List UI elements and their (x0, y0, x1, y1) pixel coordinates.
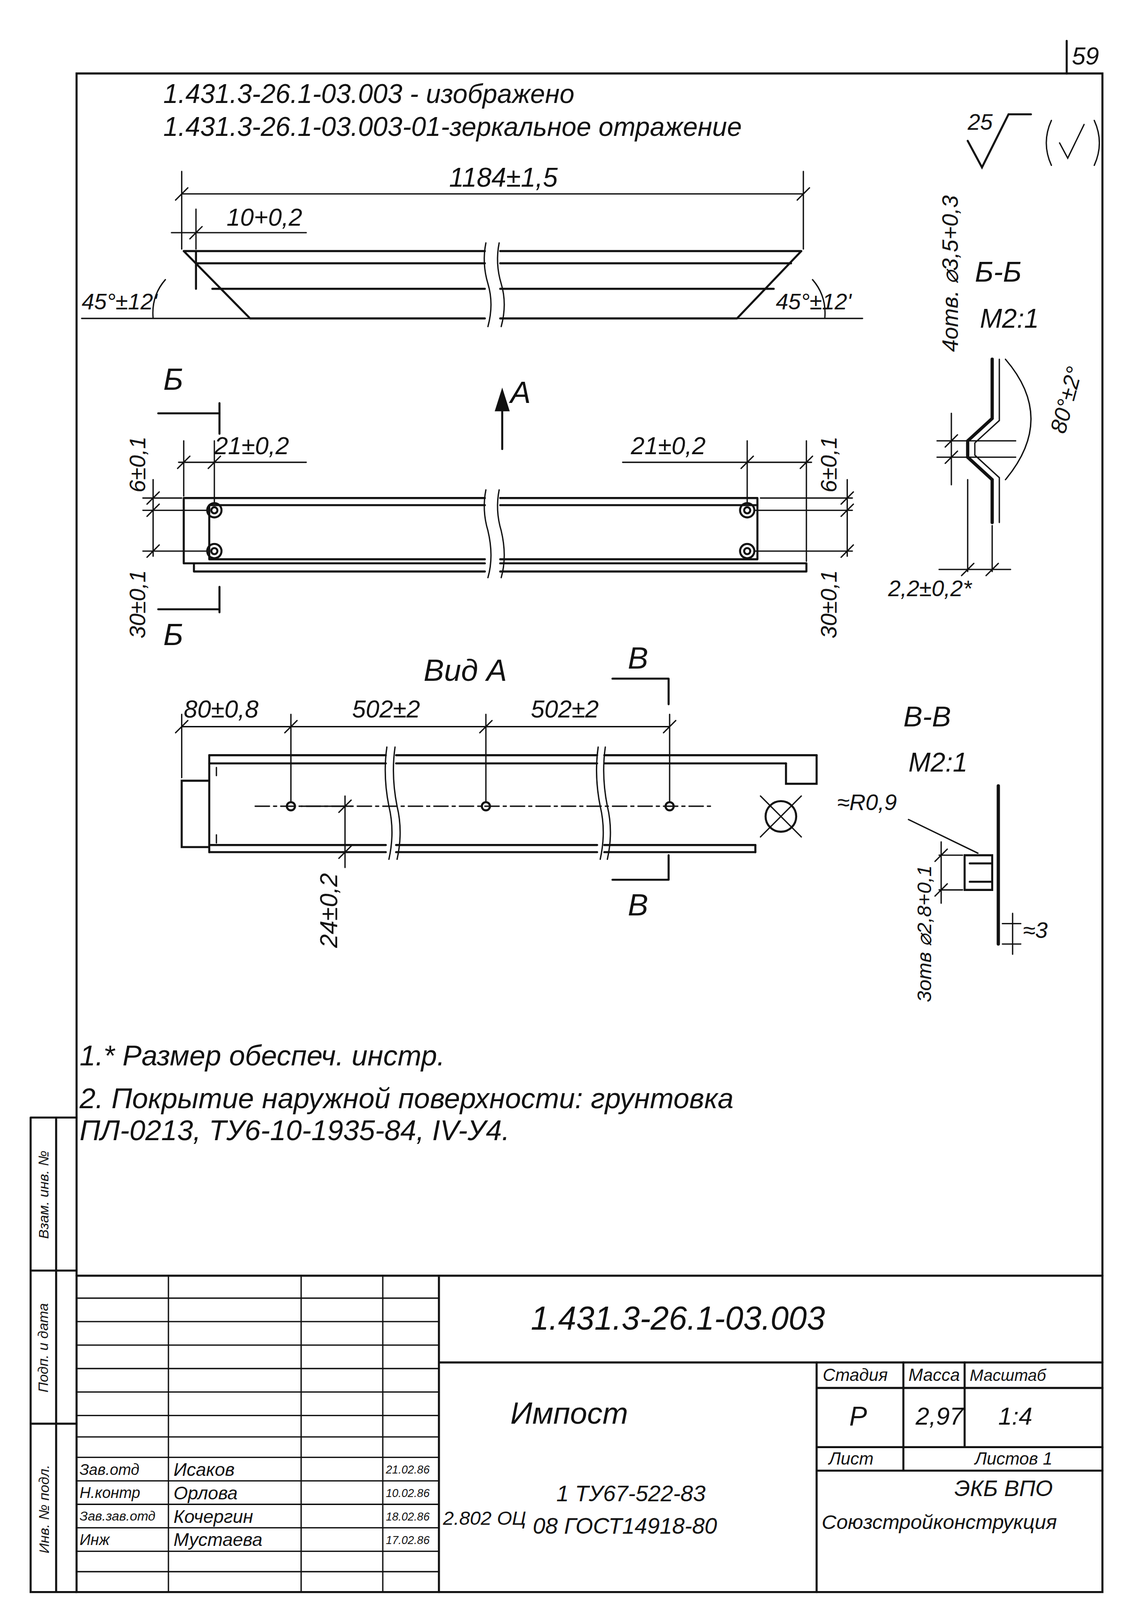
drawing-label: Листов 1 (974, 1450, 1053, 1470)
drawing-label: 21±0,2 (214, 432, 290, 460)
drawing-label: 6±0,1 (125, 436, 151, 493)
drawing-label: Б-Б (974, 257, 1022, 289)
drawing-label: 1.431.3-26.1-03.003 (530, 1301, 826, 1338)
drawing-label: Б (163, 617, 183, 652)
drawing-label: 24±0,2 (315, 873, 343, 949)
drawing-label: 1184±1,5 (449, 163, 558, 193)
drawing-label: 08 ГОСТ14918-80 (532, 1514, 718, 1540)
drawing-label: 30±0,1 (816, 569, 842, 639)
drawing-label: Стадия (822, 1366, 888, 1386)
drawing-label: Взам. инв. № (35, 1150, 52, 1239)
drawing-label: 2. Покрытие наружной поверхности: грунто… (79, 1083, 794, 1147)
drawing-label: 18.02.86 (385, 1510, 430, 1523)
drawing-label: 45°±12' (775, 289, 852, 315)
drawing-label: 17.02.86 (385, 1534, 430, 1547)
drawing-label: Р (849, 1402, 868, 1432)
drawing-label: А (510, 375, 531, 410)
drawing-label: В (627, 887, 649, 922)
drawing-label: 3отв ⌀2,8+0,1 (912, 865, 936, 1003)
drawing-label: 2,2±0,2* (887, 576, 972, 602)
drawing-label: Масса (908, 1366, 960, 1386)
drawing-label: Б (163, 362, 183, 397)
drawing-label: 21.02.86 (385, 1463, 430, 1477)
drawing-label: 45°±12' (81, 289, 158, 315)
drawing-label: Импост (510, 1396, 628, 1431)
drawing-label: Н.контр (79, 1485, 141, 1503)
drawing-label: Кочергин (173, 1507, 254, 1528)
drawing-label: 1:4 (998, 1403, 1033, 1431)
drawing-label: 2,97 (915, 1403, 964, 1431)
drawing-label: 502±2 (530, 696, 599, 723)
drawing-label: Союзстройконструкция (821, 1510, 1057, 1534)
drawing-label: 10+0,2 (226, 204, 303, 231)
drawing-label: Масштаб (969, 1366, 1046, 1385)
drawing-label: 21±0,2 (630, 432, 706, 460)
drawing-label: Инв. № подл. (35, 1464, 52, 1554)
drawing-label: 4отв. ⌀3,5+0,3 (938, 195, 964, 352)
drawing-label: Лист (829, 1450, 874, 1470)
drawing-label: 80±0,8 (183, 696, 259, 723)
drawing-label: 25 (967, 110, 993, 135)
drawing-label: ≈3 (1022, 918, 1048, 944)
drawing-label: 6±0,1 (816, 436, 842, 493)
drawing-label: Орлова (173, 1484, 238, 1505)
drawing-label: М2:1 (908, 748, 968, 778)
drawing-label: В (627, 640, 649, 675)
drawing-label: ≈R0,9 (837, 790, 897, 816)
drawing-label: Вид А (423, 653, 507, 688)
drawing-label: ЭКБ ВПО (954, 1477, 1053, 1503)
drawing-label: 80°±2° (1046, 364, 1088, 437)
drawing-label: 1.431.3-26.1-03.003 - изображено (163, 79, 575, 109)
drawing-label: Исаков (173, 1460, 235, 1481)
drawing-label: 502±2 (352, 696, 420, 723)
drawing-label: 1.* Размер обеспеч. инстр. (79, 1041, 445, 1073)
drawing-label: Зав.отд (79, 1461, 140, 1479)
drawing-label: 30±0,1 (125, 569, 151, 639)
drawing-label: Подп. и дата (35, 1302, 52, 1392)
drawing-label: 10.02.86 (385, 1487, 430, 1500)
drawing-label: В-В (903, 702, 951, 734)
drawing-label: 59 (1071, 42, 1100, 70)
drawing-label: Инж (79, 1532, 110, 1550)
drawing-label: 1.431.3-26.1-03.003-01-зеркальное отраже… (163, 112, 742, 142)
drawing-label: М2:1 (980, 304, 1039, 334)
drawing-label: 1 ТУ67-522-83 (556, 1482, 706, 1508)
drawing-label: Зав.зав.отд (79, 1509, 156, 1525)
drawing-label: Мустаева (173, 1531, 263, 1552)
drawing-label: 2.802 ОЦ (442, 1508, 527, 1530)
